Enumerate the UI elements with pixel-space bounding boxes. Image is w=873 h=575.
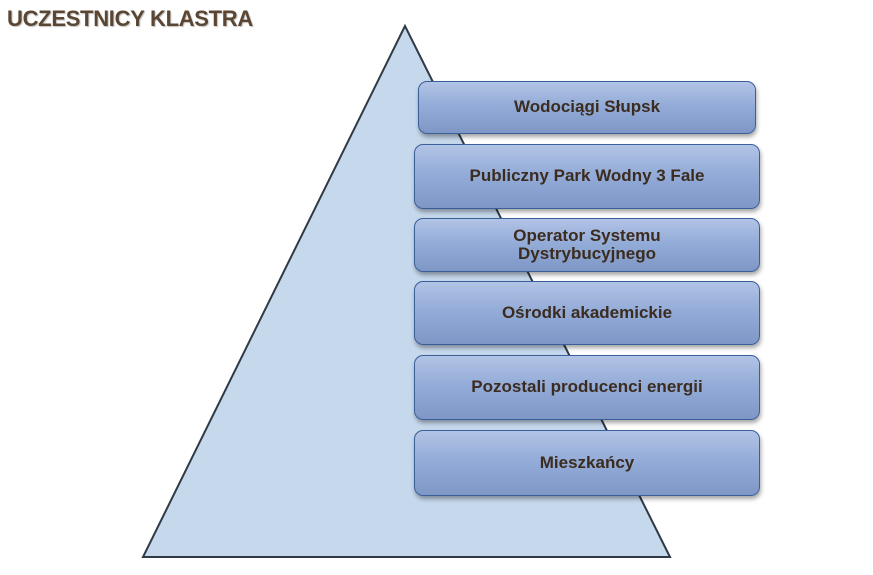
participant-label: Ośrodki akademickie [501, 302, 673, 322]
participant-box-mieszkancy[interactable]: Mieszkańcy [414, 430, 760, 496]
participant-box-wodociagi[interactable]: Wodociągi Słupsk [418, 81, 756, 134]
participant-box-park-wodny[interactable]: Publiczny Park Wodny 3 Fale [414, 144, 760, 209]
participant-label: Publiczny Park Wodny 3 Fale [469, 166, 705, 186]
participant-label: Wodociągi Słupsk [513, 97, 661, 117]
page-title: UCZESTNICY KLASTRA [7, 6, 253, 31]
participant-label: Pozostali producenci energii [471, 377, 703, 397]
participant-label: Mieszkańcy [539, 452, 635, 472]
participant-box-producenci[interactable]: Pozostali producenci energii [414, 355, 760, 420]
participant-label: Operator Systemu Dystrybucyjnego [513, 225, 661, 263]
participant-box-osrodki[interactable]: Ośrodki akademickie [414, 281, 760, 345]
participant-box-operator[interactable]: Operator Systemu Dystrybucyjnego [414, 218, 760, 272]
